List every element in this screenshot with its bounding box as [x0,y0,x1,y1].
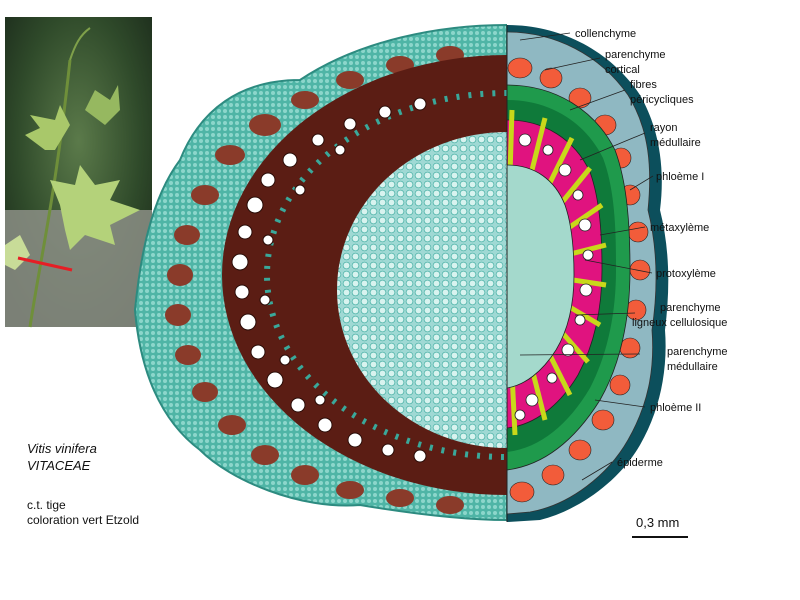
pith-photo [337,132,507,448]
label-fibres-pericycliques-1: fibres [630,79,657,91]
vessels-photo [231,97,427,463]
leader-lines [519,32,654,481]
label-rayon-medullaire-2: médullaire [650,137,701,149]
section-type: c.t. tige [27,498,66,512]
label-parenchyme-ligneux-2: ligneux cellulosique [632,317,727,329]
label-parenchyme-medullaire-2: médullaire [667,361,718,373]
leaf-shape [85,85,120,125]
species-block: Vitis vinifera VITACEAE [27,440,97,474]
leaf-shape [5,235,30,270]
family-name: VITACEAE [27,458,91,473]
label-collenchyme: collenchyme [575,28,636,40]
pith-schematic [507,164,575,389]
scale-bar-label: 0,3 mm [636,515,679,530]
label-protoxyleme: protoxylème [656,268,716,280]
stain-note: coloration vert Etzold [27,513,140,527]
label-metaxyleme: métaxylème [650,222,709,234]
label-phloeme-i: phloème I [656,171,704,183]
label-parenchyme-medullaire-1: parenchyme [667,346,728,358]
leaf-shape [25,105,70,150]
label-parenchyme-cortical-1: parenchyme [605,49,666,61]
leaf-shape [50,165,140,250]
note-block: c.t. tige coloration vert Etzold [27,498,139,528]
label-rayon-medullaire-1: rayon [650,122,678,134]
label-parenchyme-ligneux-1: parenchyme [660,302,721,314]
label-parenchyme-cortical-2: cortical [605,64,640,76]
vessels-schematic [514,133,594,421]
label-fibres-pericycliques-2: péricycliques [630,94,694,106]
plant-photo-inset [5,17,152,328]
species-name: Vitis vinifera [27,441,97,456]
phloem-caps-photo [165,46,464,514]
label-epiderme: épiderme [617,457,663,469]
schematic-half [507,25,669,522]
scale-bar: 0,3 mm [632,515,688,538]
micrograph-half [133,23,507,522]
annotation-labels: collenchyme parenchyme cortical fibres p… [575,28,728,469]
label-phloeme-ii: phloème II [650,402,701,414]
section-marker-line [17,256,73,272]
